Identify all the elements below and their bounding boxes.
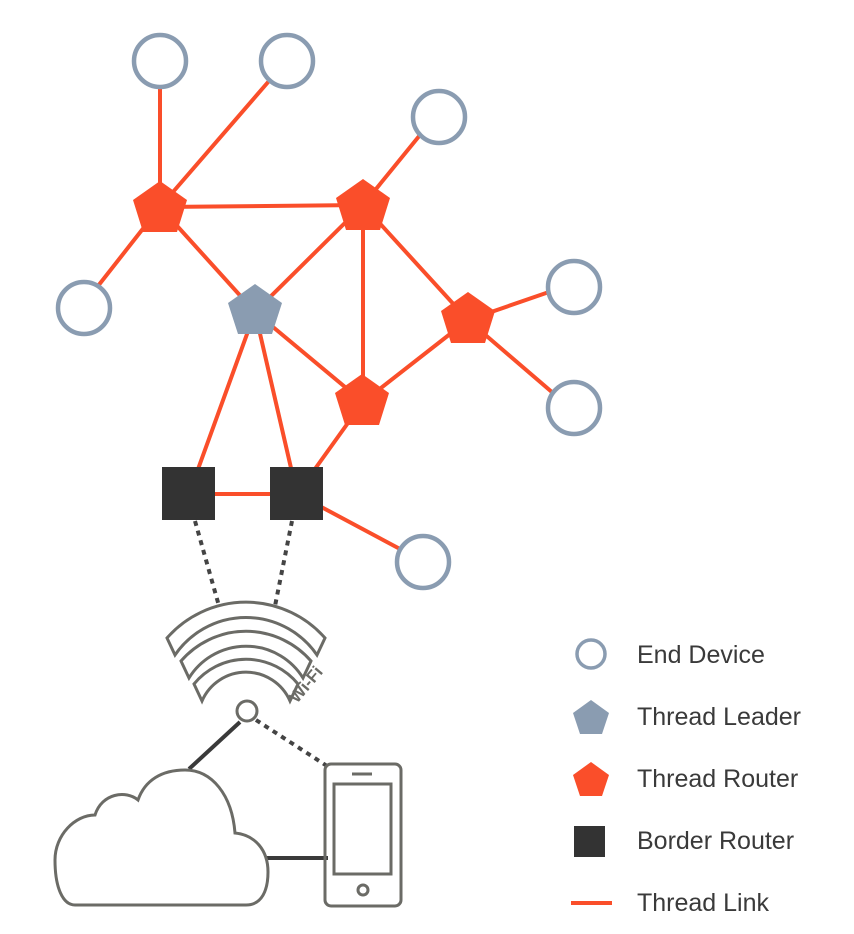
legend-thread-leader-label: Thread Leader	[637, 703, 801, 731]
thread-link	[187, 310, 257, 496]
thread-link	[253, 310, 299, 496]
border-router	[162, 467, 215, 520]
thread-router	[336, 179, 390, 230]
legend-thread-leader-icon	[573, 700, 609, 734]
thread-routers	[133, 179, 495, 425]
legend-end-device-icon	[575, 638, 607, 670]
thread-link	[158, 79, 271, 209]
end-device	[545, 258, 603, 316]
legend: End Device Thread Leader Thread Router B…	[571, 638, 801, 917]
thread-link	[158, 203, 365, 209]
end-device	[55, 279, 113, 337]
dotted-link	[273, 520, 294, 607]
end-devices	[55, 32, 603, 591]
legend-border-router-icon	[574, 826, 605, 857]
infrastructure-links	[187, 720, 328, 860]
solid-link	[187, 720, 242, 771]
legend-thread-router-icon	[573, 762, 609, 796]
border-routers	[162, 467, 323, 520]
legend-end-device-label: End Device	[637, 641, 765, 669]
wifi-label: Wi-Fi	[286, 663, 327, 707]
end-device	[410, 88, 468, 146]
thread-router	[133, 181, 187, 232]
thread-leader	[228, 284, 282, 334]
wifi-links	[193, 520, 329, 768]
legend-thread-link-label: Thread Link	[637, 889, 770, 917]
dotted-link	[193, 520, 221, 607]
cloud-icon	[53, 768, 270, 907]
legend-thread-router-label: Thread Router	[637, 765, 798, 793]
thread-router	[335, 374, 389, 425]
smartphone-icon	[323, 762, 403, 908]
legend-border-router-label: Border Router	[637, 827, 794, 855]
end-device	[545, 379, 603, 437]
end-device	[131, 32, 189, 90]
border-router	[270, 467, 323, 520]
wifi-icon	[165, 600, 327, 723]
thread-router	[441, 292, 495, 343]
dotted-link	[254, 718, 329, 768]
end-device	[258, 32, 316, 90]
end-device	[394, 533, 452, 591]
